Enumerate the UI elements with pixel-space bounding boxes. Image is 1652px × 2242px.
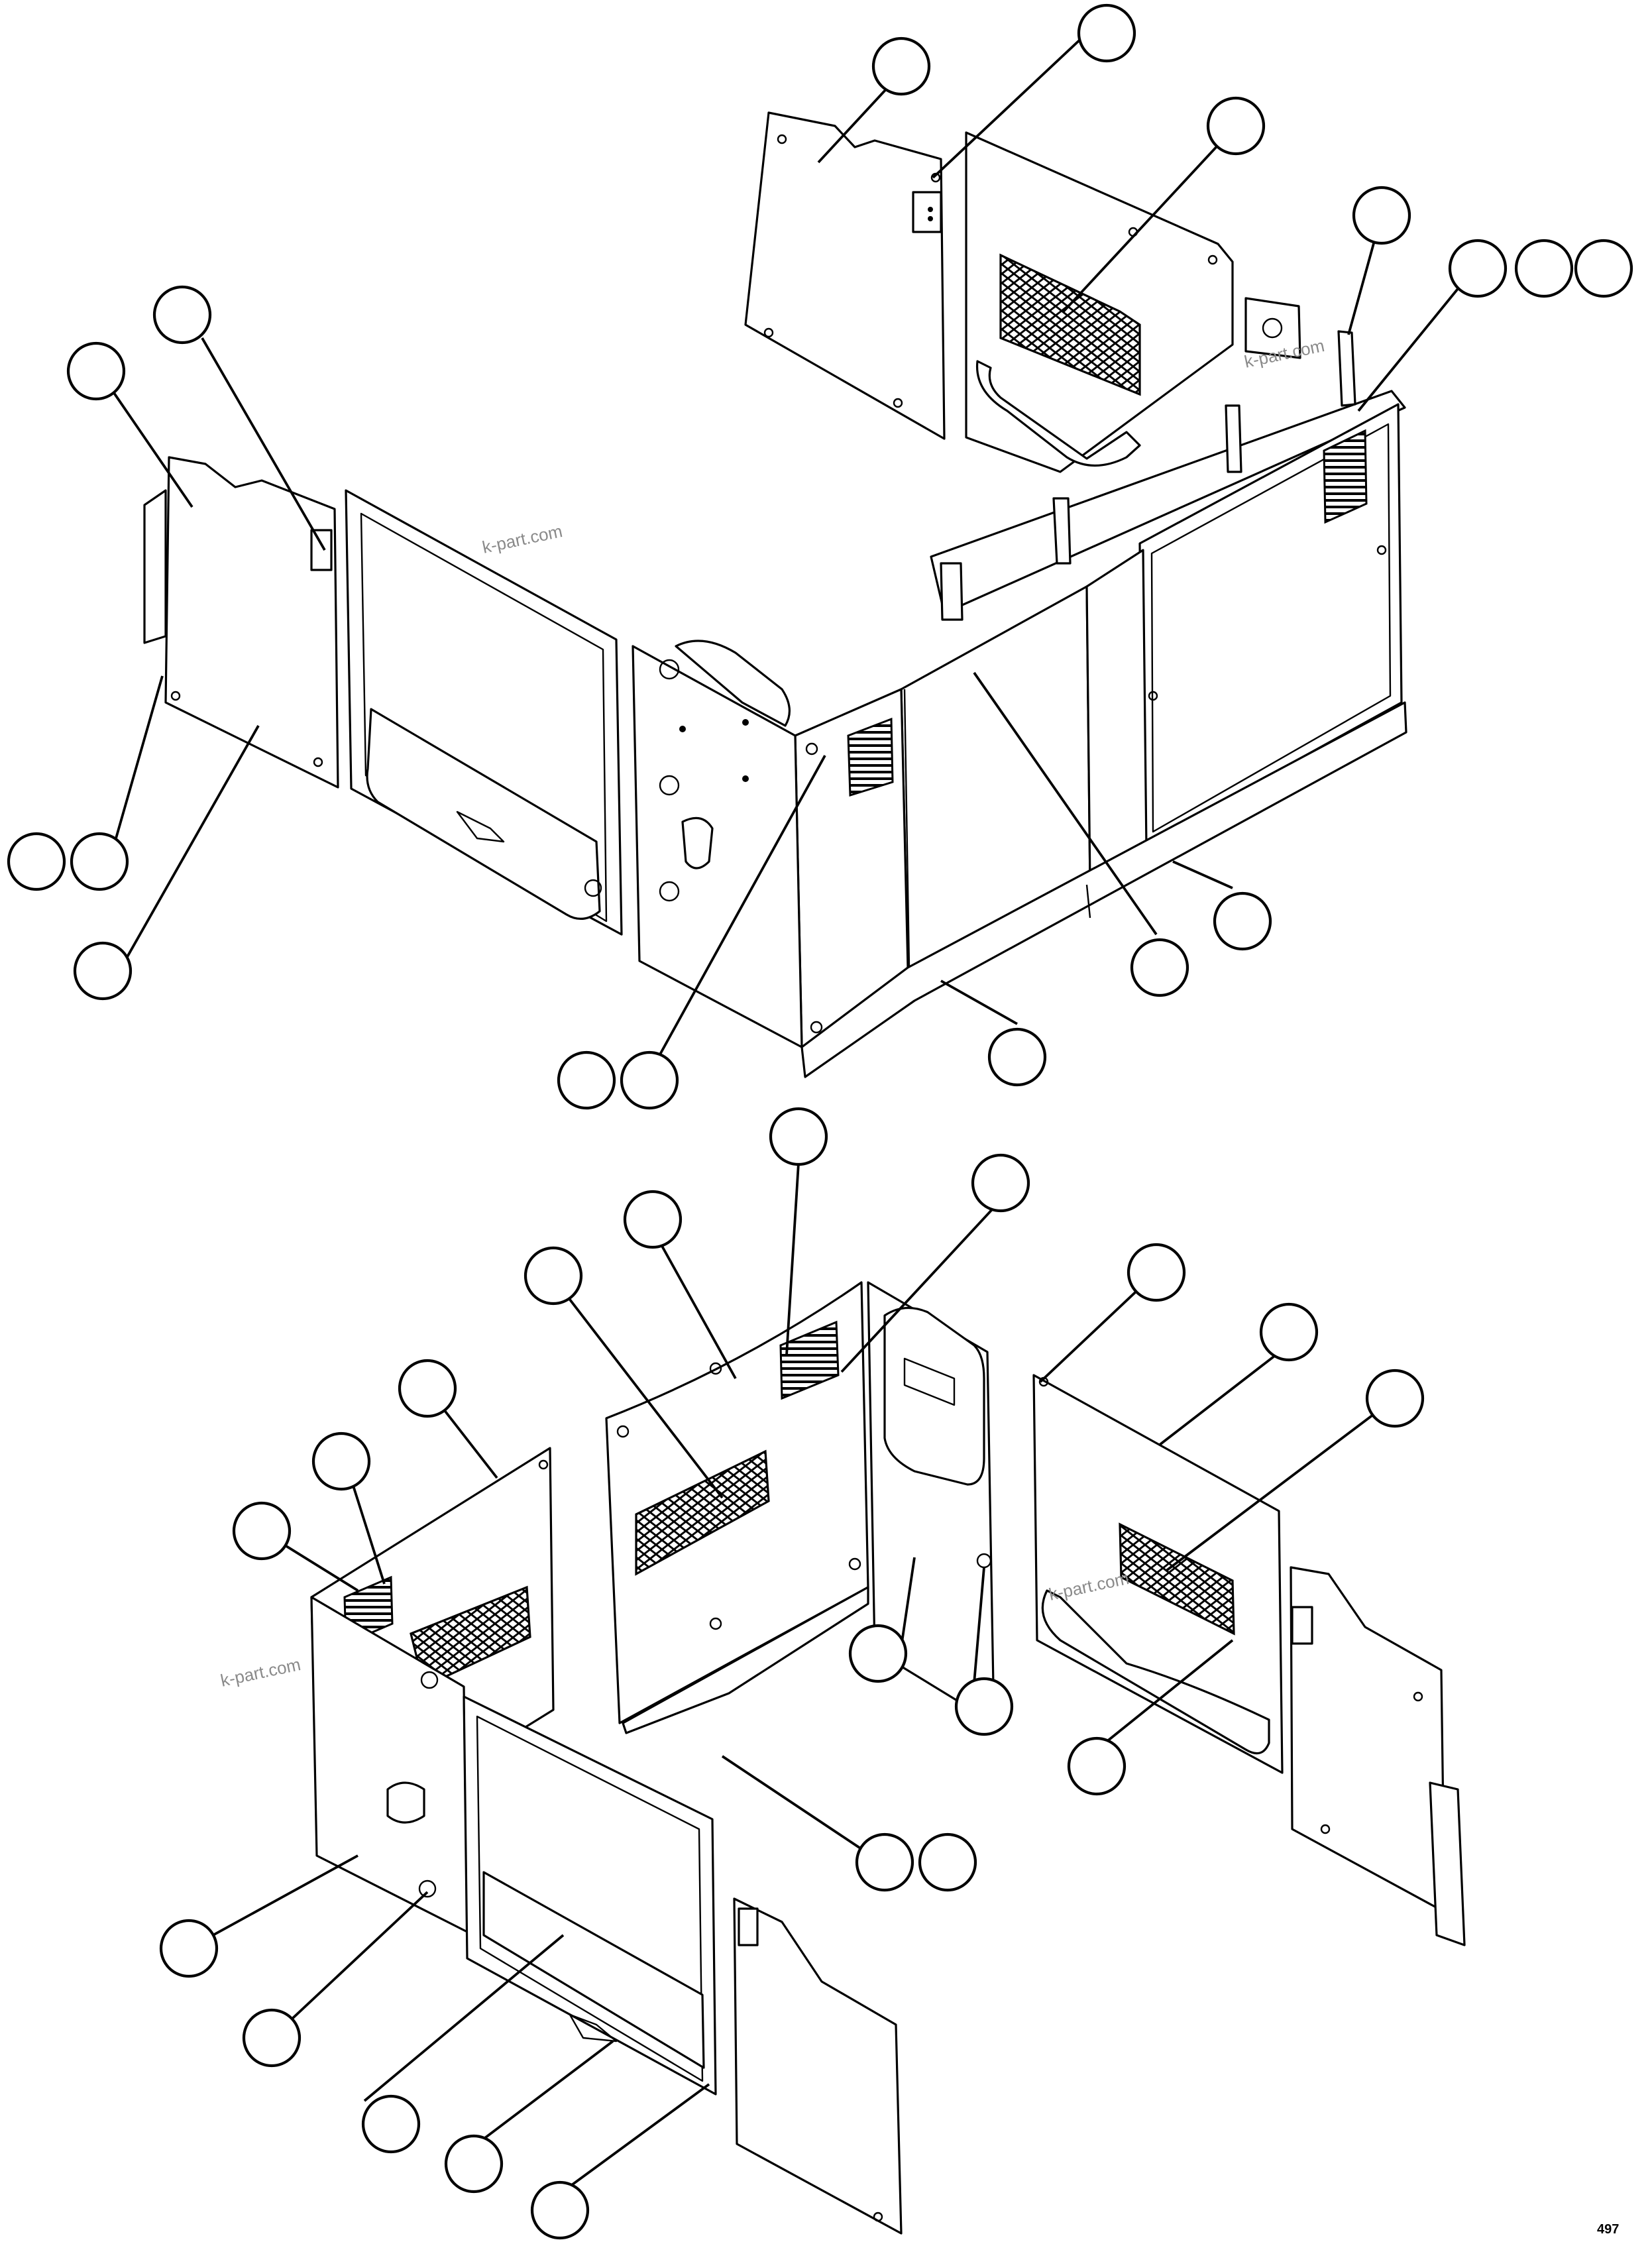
lower-far-right-panel xyxy=(1290,1566,1466,1946)
front-corner-panel xyxy=(794,688,909,1048)
callout xyxy=(855,1832,914,1892)
upper-left-loose-panel xyxy=(143,456,339,789)
callout xyxy=(1259,1302,1319,1362)
callout xyxy=(1130,938,1189,997)
callout xyxy=(530,2180,590,2240)
lower-assembly xyxy=(159,1107,1466,2240)
callout xyxy=(1077,3,1136,63)
watermark: k-part.com xyxy=(219,1654,302,1691)
callout xyxy=(848,1624,908,1683)
upper-assembly xyxy=(7,3,1633,1110)
callout xyxy=(954,1677,1014,1736)
callout xyxy=(311,1431,371,1491)
callout xyxy=(444,2134,504,2194)
right-side-panel xyxy=(1138,403,1403,846)
lower-rear-panel xyxy=(605,1281,869,1724)
lower-callouts xyxy=(159,1107,1425,2240)
callout xyxy=(1352,186,1411,245)
callout xyxy=(152,285,212,345)
rear-right-plate xyxy=(1244,297,1301,359)
top-rail xyxy=(930,330,1406,621)
callout xyxy=(971,1153,1030,1213)
rear-center-panel xyxy=(965,131,1234,473)
callout xyxy=(1213,891,1272,951)
callout xyxy=(159,1919,219,1978)
callout xyxy=(523,1246,583,1306)
callout xyxy=(70,832,129,891)
callout xyxy=(66,341,126,401)
callout xyxy=(918,1832,977,1892)
callout xyxy=(242,2008,302,2068)
upper-leaders xyxy=(108,35,1476,1074)
callout xyxy=(1448,239,1508,298)
upper-door-frame xyxy=(345,489,623,936)
lower-floor-panel xyxy=(622,1586,869,1734)
central-body-panel xyxy=(900,549,1148,969)
front-door-post xyxy=(632,640,803,1048)
callout xyxy=(623,1190,683,1249)
callout xyxy=(1206,96,1266,156)
rear-left-panel xyxy=(744,111,946,440)
upper-callouts xyxy=(7,3,1633,1110)
callout xyxy=(871,36,931,96)
callout xyxy=(620,1050,679,1110)
callout xyxy=(361,2094,421,2154)
lower-door-post xyxy=(867,1281,995,1724)
callout xyxy=(557,1050,616,1110)
callout xyxy=(398,1359,457,1418)
callout xyxy=(769,1107,828,1166)
callout xyxy=(232,1501,292,1561)
lower-front-loose-panel xyxy=(733,1897,903,2235)
callout xyxy=(73,941,133,1001)
base-sill xyxy=(800,701,1407,1078)
lower-door-frame xyxy=(463,1695,717,2096)
callout xyxy=(1514,239,1574,298)
callout xyxy=(1574,239,1633,298)
callout xyxy=(1365,1369,1425,1428)
lower-right-side-panel xyxy=(1032,1374,1284,1774)
callout xyxy=(1067,1736,1127,1796)
corner-tag: 497 xyxy=(1597,2222,1619,2237)
callout xyxy=(7,832,66,891)
lower-corner-post xyxy=(310,1596,468,1933)
callout xyxy=(987,1027,1047,1087)
callout xyxy=(1127,1243,1186,1302)
watermark: k-part.com xyxy=(480,521,564,557)
